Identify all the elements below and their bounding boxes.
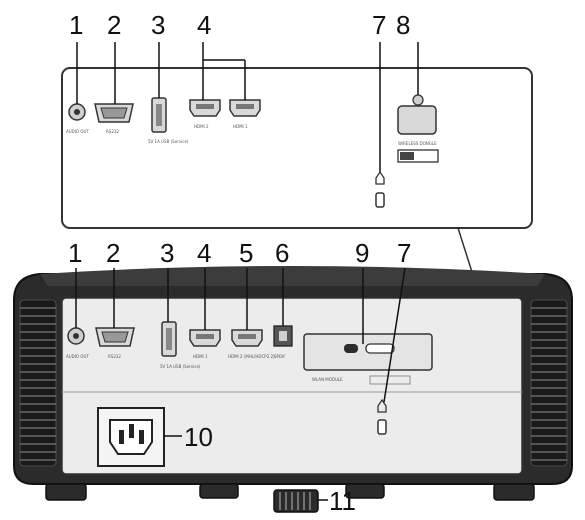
right-vent [530,299,568,467]
hdmi-2-label: HDMI 2 [194,124,209,129]
projector-body: AUDIO OUT RS232 5V 1A USB (Service) HDMI… [13,238,573,516]
callout-lines-bottom [75,267,406,501]
rs232-port: RS232 [95,327,135,359]
spdif-label: SPDIF [274,354,286,359]
callout-7-bottom: 7 [397,238,411,268]
usb-port: 5V 1A USB (Service) [148,97,189,144]
feet [45,483,535,501]
callout-7-top: 7 [372,10,386,40]
callout-10: 10 [184,422,213,452]
enlarged-panel: AUDIO OUT RS232 5V 1A USB (Service) HDMI… [61,10,533,273]
callout-11: 11 [329,486,356,516]
callout-3-bottom: 3 [160,238,174,268]
wireless-module-label: WLAN MODULE [312,377,343,382]
callout-9-bottom: 9 [355,238,369,268]
usb-port: 5V 1A USB (Service) [160,321,201,369]
left-vent-slats [20,307,56,461]
audio-out-port: AUDIO OUT [66,103,89,134]
callout-1-top: 1 [69,10,83,40]
kensington-lock [375,170,385,208]
hdmi-1-label: HDMI 1 [233,124,248,129]
callout-4-bottom: 4 [197,238,211,268]
hdmi-2-label: HDMI 2 (MHL/HDCP2.2) [228,354,275,359]
callout-1-bottom: 1 [68,238,82,268]
hdmi-2-port: HDMI 2 [189,99,221,129]
spdif-port: SPDIF [273,325,293,359]
callout-3-top: 3 [151,10,165,40]
enlarged-panel-frame [61,67,533,229]
wireless-dongle-port: WIRELESS DONGLE [397,94,439,163]
usb-label: 5V 1A USB (Service) [148,139,189,144]
callout-4-top: 4 [197,10,211,40]
right-vent-slats [531,307,567,461]
callout-5-bottom: 5 [239,238,253,268]
hdmi-1-port: HDMI 1 [229,99,261,129]
callout-6-bottom: 6 [275,238,289,268]
audio-out-label: AUDIO OUT [66,129,89,134]
wireless-module-bay: WLAN MODULE [303,333,433,385]
wireless-dongle-label: WIRELESS DONGLE [398,141,437,146]
hdmi-1-port: HDMI 1 [189,329,221,359]
rs232-port: RS232 [94,103,134,134]
callout-2-bottom: 2 [106,238,120,268]
adjustable-foot [273,489,319,513]
hdmi-1-label: HDMI 1 [193,354,208,359]
callout-2-top: 2 [107,10,121,40]
left-vent [19,299,57,467]
callout-8-top: 8 [396,10,410,40]
usb-label: 5V 1A USB (Service) [160,364,201,369]
kensington-lock [377,398,387,435]
rs232-label: RS232 [106,129,119,134]
hdmi-2-port: HDMI 2 (MHL/HDCP2.2) [228,329,275,359]
rs232-label: RS232 [108,354,121,359]
zoom-guide-line [457,227,473,273]
callout-lines-top [76,42,419,172]
ac-power-socket [97,407,165,467]
audio-out-label: AUDIO OUT [66,354,89,359]
